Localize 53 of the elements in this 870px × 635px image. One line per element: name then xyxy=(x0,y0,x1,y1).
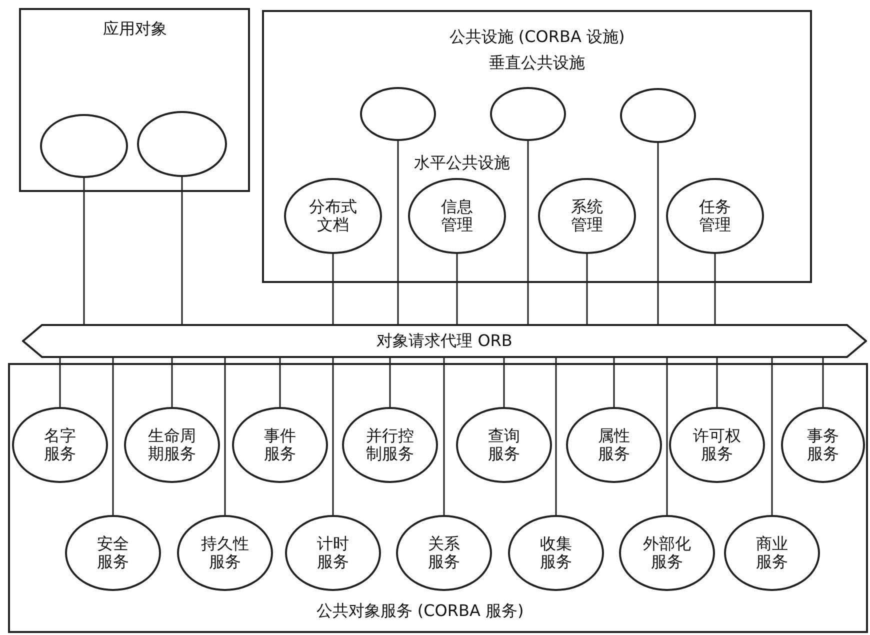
connector-line xyxy=(666,358,668,515)
group-subtitle: 垂直公共设施 xyxy=(489,54,585,72)
ellipse-label: 事件服务 xyxy=(264,427,296,463)
ellipse-label: 外部化服务 xyxy=(643,535,691,571)
connector-line xyxy=(503,358,505,407)
group-title: 公共设施 (CORBA 设施) xyxy=(449,28,625,46)
connector-line xyxy=(613,358,615,407)
connector-line xyxy=(332,254,334,324)
group-title: 公共对象服务 (CORBA 服务) xyxy=(316,602,524,620)
ellipse-label: 持久性服务 xyxy=(201,535,249,571)
connector-line xyxy=(171,358,173,407)
group-title: 应用对象 xyxy=(103,20,167,38)
connector-line xyxy=(279,358,281,407)
group-subtitle: 水平公共设施 xyxy=(414,154,510,172)
ellipse-label: 生命周期服务 xyxy=(148,427,196,463)
ellipse-label: 任务管理 xyxy=(699,198,731,234)
connector-line xyxy=(771,358,773,515)
ellipse-label: 安全服务 xyxy=(97,535,129,571)
group-frame xyxy=(19,8,250,192)
connector-line xyxy=(332,358,334,515)
ellipse-label: 关系服务 xyxy=(428,535,460,571)
ellipse-label: 许可权服务 xyxy=(693,427,741,463)
connector-line xyxy=(443,358,445,515)
ellipse-label: 信息管理 xyxy=(441,198,473,234)
connector-line xyxy=(389,358,391,407)
connector-line xyxy=(112,358,114,515)
ellipse-label: 并行控制服务 xyxy=(366,427,414,463)
ellipse-label: 事务服务 xyxy=(807,427,839,463)
connector-line xyxy=(527,141,529,324)
band-label: 对象请求代理 ORB xyxy=(376,330,512,352)
connector-line xyxy=(714,254,716,324)
ellipse-label: 查询服务 xyxy=(488,427,520,463)
connector-line xyxy=(83,178,85,324)
ellipse-label: 计时服务 xyxy=(317,535,349,571)
ellipse-label: 名字服务 xyxy=(44,427,76,463)
connector-line xyxy=(181,177,183,324)
connector-line xyxy=(657,143,659,324)
ellipse-label: 商业服务 xyxy=(756,535,788,571)
connector-line xyxy=(555,358,557,515)
connector-line xyxy=(456,254,458,324)
group-frame xyxy=(8,363,868,633)
group-frame xyxy=(262,10,812,283)
orb-band xyxy=(22,324,867,358)
connector-line xyxy=(586,254,588,324)
connector-line xyxy=(59,358,61,407)
ellipse-label: 分布式文档 xyxy=(309,198,357,234)
connector-line xyxy=(224,358,226,515)
connector-line xyxy=(397,141,399,324)
ellipse-label: 收集服务 xyxy=(540,535,572,571)
ellipse-label: 系统管理 xyxy=(571,198,603,234)
connector-line xyxy=(822,358,824,407)
connector-line xyxy=(716,358,718,407)
ellipse-label: 属性服务 xyxy=(598,427,630,463)
